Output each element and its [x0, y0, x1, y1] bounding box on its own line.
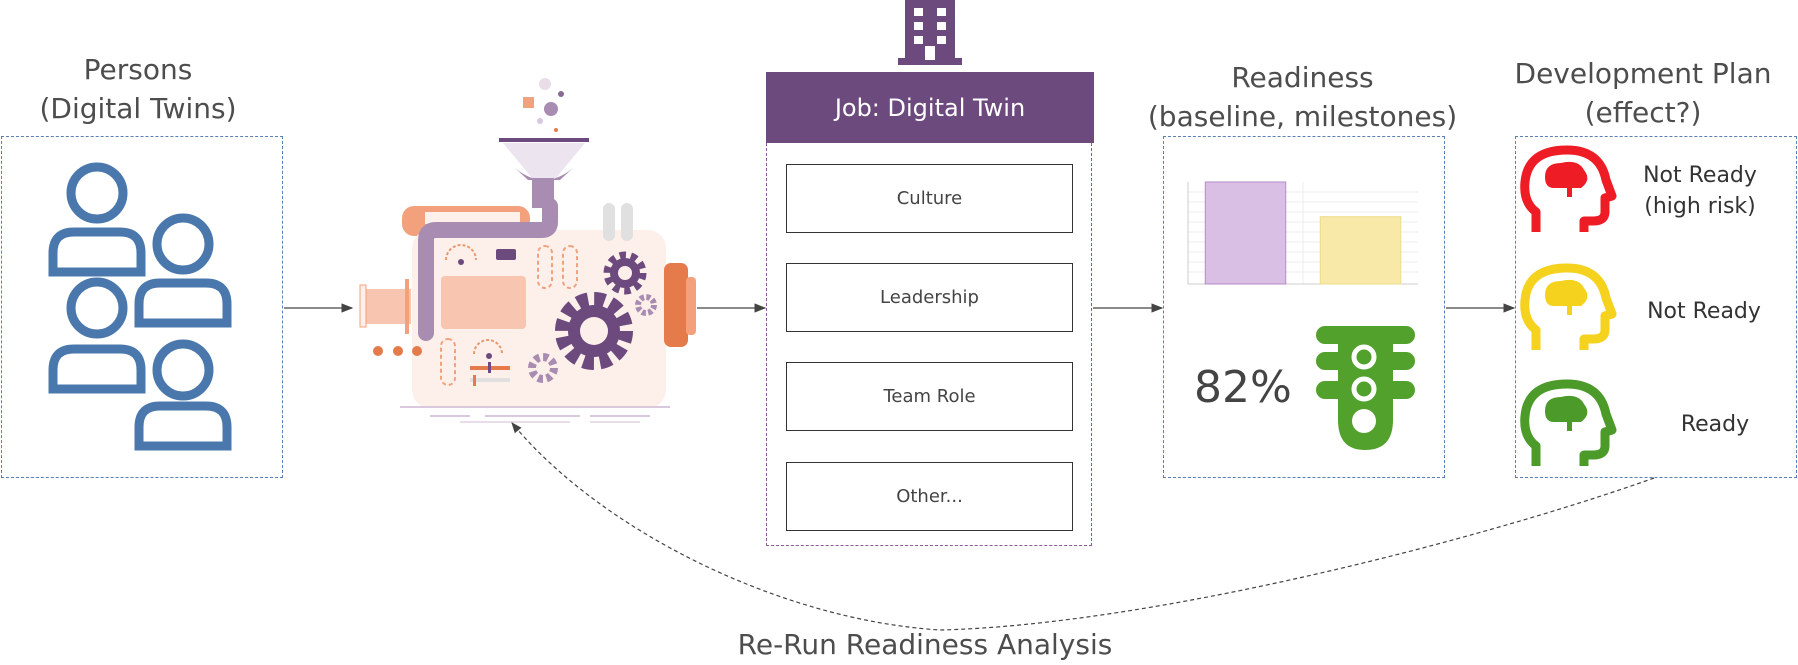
- head-brain-yellow-icon: [1520, 263, 1617, 350]
- readiness-bar-chart: [1187, 181, 1418, 285]
- chart-bar-1: [1204, 181, 1287, 285]
- plan-title: Development Plan (effect?): [1498, 54, 1788, 132]
- plan-title-line1: Development Plan: [1514, 57, 1772, 90]
- job-body: [766, 143, 1092, 546]
- plan-label-line1: Not Ready: [1643, 163, 1757, 188]
- readiness-box: [1163, 136, 1445, 478]
- person-icon-2: [134, 213, 232, 328]
- plan-label-not-ready-high-risk: Not Ready (high risk): [1622, 160, 1778, 222]
- persons-box: [1, 136, 283, 478]
- plan-title-line2: (effect?): [1584, 96, 1702, 129]
- readiness-title: Readiness (baseline, milestones): [1140, 58, 1465, 136]
- plan-label-line1: Ready: [1680, 412, 1750, 437]
- chart-bar-2: [1319, 216, 1402, 285]
- gear-icon-small: [528, 294, 657, 383]
- criterion-label: Culture: [896, 188, 963, 209]
- plan-label-line2: (high risk): [1644, 194, 1756, 219]
- person-icon-3: [48, 277, 146, 394]
- readiness-title-line1: Readiness: [1231, 61, 1374, 94]
- criterion-team-role: Team Role: [786, 362, 1073, 431]
- plan-label-not-ready: Not Ready: [1628, 296, 1780, 327]
- traffic-light-icon: [1316, 326, 1415, 450]
- plan-label-ready: Ready: [1640, 409, 1790, 440]
- readiness-title-line2: (baseline, milestones): [1147, 100, 1458, 133]
- gear-icon-medium: [603, 251, 647, 295]
- readiness-percent: 82%: [1194, 362, 1292, 413]
- arrow-rerun-feedback: [511, 422, 1655, 631]
- criterion-label: Leadership: [880, 287, 979, 308]
- analysis-machine-illustration: [359, 78, 696, 423]
- head-brain-red-icon: [1520, 145, 1617, 232]
- person-icon-4: [134, 339, 232, 451]
- criterion-label: Other...: [896, 486, 963, 507]
- plan-label-line1: Not Ready: [1647, 299, 1761, 324]
- rerun-label: Re-Run Readiness Analysis: [737, 628, 1113, 661]
- criterion-other: Other...: [786, 462, 1073, 531]
- persons-title-line2: (Digital Twins): [39, 92, 237, 125]
- criterion-leadership: Leadership: [786, 263, 1073, 332]
- plan-box: [1515, 136, 1797, 478]
- criterion-label: Team Role: [883, 386, 976, 407]
- persons-title-line1: Persons: [83, 53, 193, 86]
- persons-title: Persons (Digital Twins): [38, 50, 238, 128]
- gear-icon-large: [555, 292, 633, 370]
- criterion-culture: Culture: [786, 164, 1073, 233]
- users-icon: [48, 162, 232, 451]
- person-icon-1: [48, 162, 146, 277]
- job-header: Job: Digital Twin: [766, 72, 1094, 143]
- job-header-label: Job: Digital Twin: [834, 93, 1026, 122]
- head-brain-green-icon: [1520, 379, 1617, 466]
- building-icon: [898, 0, 962, 65]
